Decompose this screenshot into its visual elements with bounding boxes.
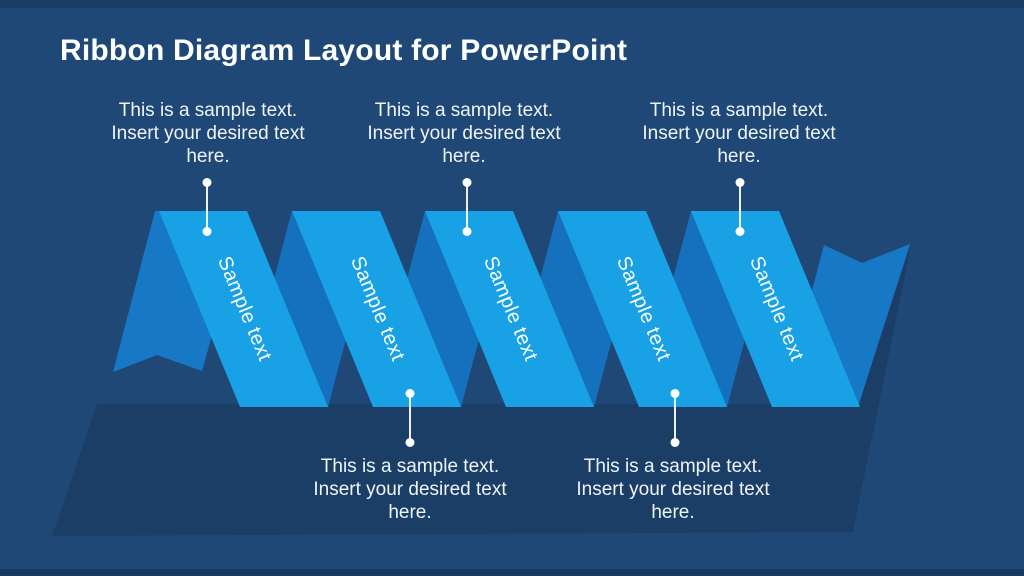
connector-dot	[735, 178, 745, 187]
callout-bottom-2: This is a sample text. Insert your desir…	[553, 455, 793, 524]
callout-line: here.	[717, 146, 761, 167]
connector-dot	[462, 178, 472, 187]
ribbon-strip-5	[691, 211, 860, 407]
ribbon-strip-4	[558, 211, 727, 407]
connector-dot	[405, 389, 415, 398]
ribbon-strip-3	[425, 211, 594, 407]
callout-line: Insert your desired text	[642, 123, 836, 144]
callout-line: here.	[186, 146, 230, 167]
callout-line: This is a sample text.	[649, 100, 829, 121]
callout-line: here.	[388, 502, 432, 523]
connector-dot	[670, 438, 680, 447]
callout-top-2: This is a sample text. Insert your desir…	[344, 99, 584, 168]
connector-bottom-1	[405, 389, 415, 447]
connector-top-1	[202, 178, 212, 236]
callout-line: Insert your desired text	[313, 479, 507, 500]
callout-line: This is a sample text.	[320, 456, 500, 477]
callout-line: This is a sample text.	[374, 100, 554, 121]
callout-bottom-1: This is a sample text. Insert your desir…	[290, 455, 530, 524]
ribbon-shadow	[52, 245, 911, 536]
connector-dot	[405, 438, 415, 447]
ribbon-strip-2	[292, 211, 461, 407]
callout-top-3: This is a sample text. Insert your desir…	[619, 99, 859, 168]
connector-dot	[202, 178, 212, 187]
slide-title: Ribbon Diagram Layout for PowerPoint	[60, 34, 628, 67]
callout-line: here.	[442, 146, 486, 167]
callout-line: This is a sample text.	[583, 456, 763, 477]
connector-dot	[735, 227, 745, 236]
bottom-edge-band	[0, 569, 1024, 576]
connector-dot	[202, 227, 212, 236]
callout-line: Insert your desired text	[367, 123, 561, 144]
connector-top-3	[735, 178, 745, 236]
connector-top-2	[462, 178, 472, 236]
ribbon-strip-1	[159, 211, 328, 407]
top-edge-band	[0, 0, 1024, 8]
callout-top-1: This is a sample text. Insert your desir…	[88, 99, 328, 168]
callout-line: Insert your desired text	[111, 123, 305, 144]
callout-line: here.	[651, 502, 695, 523]
connector-bottom-2	[670, 389, 680, 447]
callout-line: Insert your desired text	[576, 479, 770, 500]
callout-line: This is a sample text.	[118, 100, 298, 121]
connector-dot	[670, 389, 680, 398]
connector-dot	[462, 227, 472, 236]
